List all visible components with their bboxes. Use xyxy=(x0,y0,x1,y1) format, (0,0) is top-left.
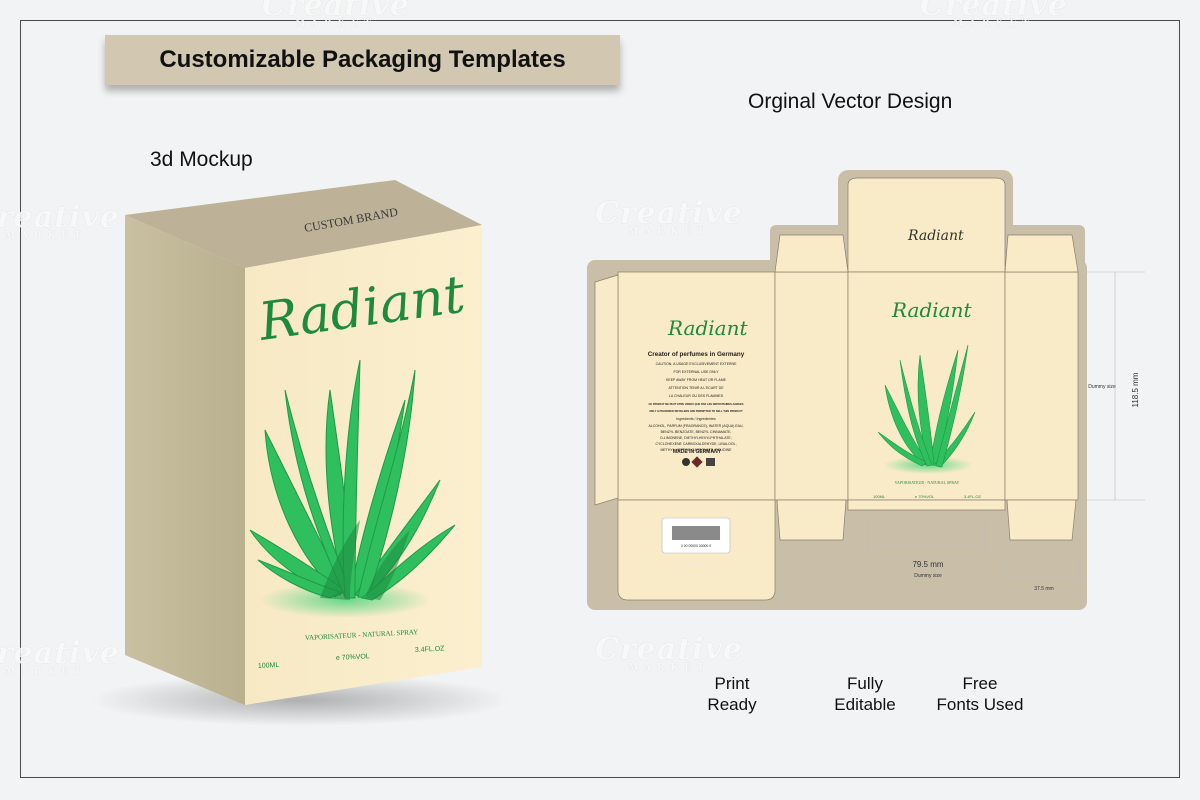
creator-text: Creator of perfumes in Germany xyxy=(648,351,745,358)
svg-text:KEEP AWAY FROM HEAT OR FLAME: KEEP AWAY FROM HEAT OR FLAME xyxy=(666,378,727,382)
dim-height-sub: Dummy size xyxy=(1088,384,1116,390)
svg-text:FOR EXTERNAL USE ONLY: FOR EXTERNAL USE ONLY xyxy=(673,370,719,374)
made-in-text: MADE IN GERMANY xyxy=(673,449,722,455)
svg-text:BENZYL BENZOATE, BENZYL CINNAM: BENZYL BENZOATE, BENZYL CINNAMATE, xyxy=(661,430,732,434)
dim-depth: 37.5 mm xyxy=(1034,586,1053,592)
box-alcohol: e 70%VOL xyxy=(336,653,370,662)
barcode xyxy=(672,526,720,540)
flap-brand: Radiant xyxy=(907,228,964,244)
svg-text:ATTENTION TENIR A L'ECART DE: ATTENTION TENIR A L'ECART DE xyxy=(668,386,724,390)
front-tagline: VAPORISATEUR - NATURAL SPRAY xyxy=(895,480,960,485)
box-side-face xyxy=(125,215,245,705)
side-brand: Radiant xyxy=(667,316,748,340)
box-floz: 3.4FL.OZ xyxy=(415,645,446,654)
svg-text:CYCLOHEXENE CARBOXALDEHYDE, LI: CYCLOHEXENE CARBOXALDEHYDE, LINALOOL, xyxy=(655,442,736,446)
title-banner: Customizable Packaging Templates xyxy=(105,35,620,85)
dimension-lines xyxy=(867,271,1145,582)
svg-text:Ingredients / Ingredientes: Ingredients / Ingredientes xyxy=(676,417,716,421)
front-aloe-icon xyxy=(877,344,976,468)
front-brand: Radiant xyxy=(891,298,972,322)
recycle-icons xyxy=(682,456,715,468)
mockup-label: 3d Mockup xyxy=(150,148,253,171)
front-volume: 100ML xyxy=(873,494,886,499)
dim-width-sub: Dummy size xyxy=(914,573,942,579)
svg-text:ALCOHOL, PARFUM (FRAGRANCE), W: ALCOHOL, PARFUM (FRAGRANCE), WATER (AQUA… xyxy=(648,424,743,428)
dieline-panels xyxy=(594,177,1079,601)
front-alcohol: e 70%VOL xyxy=(915,494,935,499)
vector-design-label: Orginal Vector Design xyxy=(748,90,953,113)
dim-height: 118.5 mm xyxy=(1131,372,1140,407)
svg-text:CAUTION: A USAGE EXCLUSIVEMENT: CAUTION: A USAGE EXCLUSIVEMENT EXTERNE xyxy=(656,362,738,366)
caution-lines: CAUTION: A USAGE EXCLUSIVEMENT EXTERNE F… xyxy=(648,362,743,452)
front-floz: 3.4FL.OZ xyxy=(964,494,981,499)
aloe-shade xyxy=(320,520,410,600)
page-frame xyxy=(20,20,1180,778)
svg-text:ONLY AUTHORIZED RETAILERS ARE: ONLY AUTHORIZED RETAILERS ARE PERMITTED … xyxy=(649,409,743,413)
svg-text:D-LIMONENE, DIETHYLHEXYLPHTHAL: D-LIMONENE, DIETHYLHEXYLPHTHALATE, xyxy=(660,436,732,440)
plant-ground xyxy=(260,582,430,618)
svg-text:METHYL HEPTINE CARBONATE, POLI: METHYL HEPTINE CARBONATE, POLIDINE xyxy=(661,448,733,452)
box-shadow xyxy=(90,674,510,726)
box-volume: 100ML xyxy=(258,662,280,670)
svg-text:CE PRODUIT NE PEUT ETRE VENDU: CE PRODUIT NE PEUT ETRE VENDU QUE PAR LE… xyxy=(649,402,744,406)
ref-text: REF : 0000000 xyxy=(683,562,711,567)
box-top-face xyxy=(125,180,482,268)
page-title: Customizable Packaging Templates xyxy=(159,46,566,73)
svg-text:LA CHALEUR OU DES FLAMMES: LA CHALEUR OU DES FLAMMES xyxy=(669,394,724,398)
barcode-numbers: 0 00 00000 00000 0 xyxy=(681,544,711,548)
dim-width: 79.5 mm xyxy=(912,560,943,569)
